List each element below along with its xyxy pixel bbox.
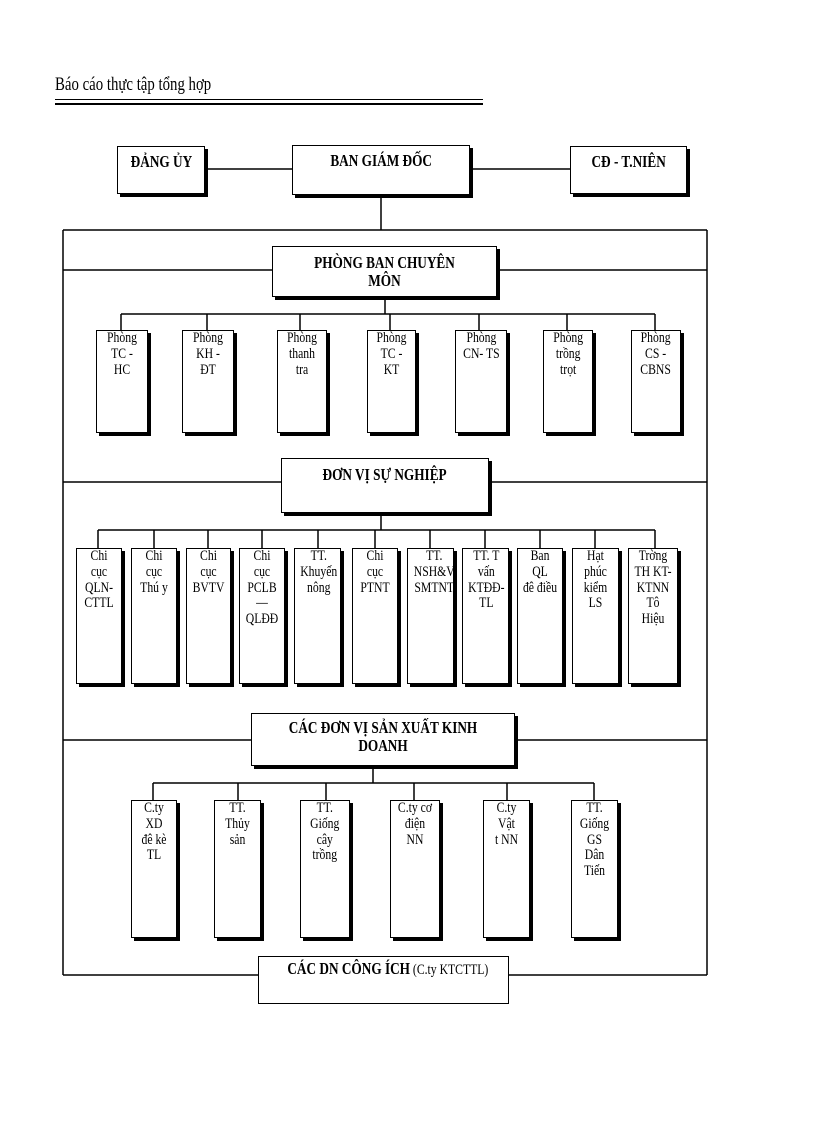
don-vi-su-nghiep-header: ĐƠN VỊ SỰ NGHIỆP	[281, 458, 489, 513]
san-xuat-item: C.ty Vật t NN	[483, 800, 530, 938]
don-vi-item: Chi cục PTNT	[352, 548, 398, 684]
report-header: Báo cáo thực tập tổng hợp	[55, 74, 212, 95]
cd-thanh-nien-box: CĐ - T.NIÊN	[570, 146, 687, 194]
phong-item: Phòng CS - CBNS	[631, 330, 681, 433]
phong-item: Phòng thanh tra	[277, 330, 327, 433]
phong-item: Phòng TC - KT	[367, 330, 416, 433]
don-vi-item: TT. T vấn KTĐĐ- TL	[462, 548, 509, 684]
cong-ich-label: CÁC DN CÔNG ÍCH	[287, 959, 410, 978]
don-vi-item: Chi cục QLN- CTTL	[76, 548, 122, 684]
don-vi-item: Chi cục Thú y	[131, 548, 177, 684]
phong-item: Phòng TC - HC	[96, 330, 148, 433]
san-xuat-kinh-doanh-header: CÁC ĐƠN VỊ SẢN XUẤT KINH DOANH	[251, 713, 515, 766]
don-vi-item: Ban QL đê điều	[517, 548, 563, 684]
san-xuat-item: TT. Giống cây trồng	[300, 800, 350, 938]
san-xuat-item: TT. Giống GS Dân Tiến	[571, 800, 618, 938]
san-xuat-item: C.ty XD đê kè TL	[131, 800, 177, 938]
phong-item: Phòng CN- TS	[455, 330, 507, 433]
don-vi-item: TT. NSH&V SMTNT	[407, 548, 455, 684]
don-vi-item: TT. Khuyến nông	[294, 548, 341, 684]
cong-ich-company: (C.ty KTCTTL)	[409, 962, 489, 978]
header-underline-2	[55, 103, 483, 105]
phong-ban-header: PHÒNG BAN CHUYÊN MÔN	[272, 246, 497, 297]
phong-item: Phòng KH - ĐT	[182, 330, 234, 433]
ban-giam-doc-box: BAN GIÁM ĐỐC	[292, 145, 470, 195]
don-vi-item: Hạt phúc kiểm LS	[572, 548, 619, 684]
phong-item: Phòng trồng trọt	[543, 330, 593, 433]
dang-uy-box: ĐẢNG ỦY	[117, 146, 205, 194]
don-vi-item: Chi cục PCLB — QLĐĐ	[239, 548, 285, 684]
san-xuat-item: C.ty cơ điện NN	[390, 800, 440, 938]
cong-ich-box: CÁC DN CÔNG ÍCH (C.ty KTCTTL)	[258, 956, 509, 1004]
don-vi-item: Chi cục BVTV	[186, 548, 231, 684]
san-xuat-item: TT. Thủy sản	[214, 800, 261, 938]
header-underline	[55, 99, 483, 100]
don-vi-item: Trờng TH KT- KTNN Tô Hiệu	[628, 548, 678, 684]
